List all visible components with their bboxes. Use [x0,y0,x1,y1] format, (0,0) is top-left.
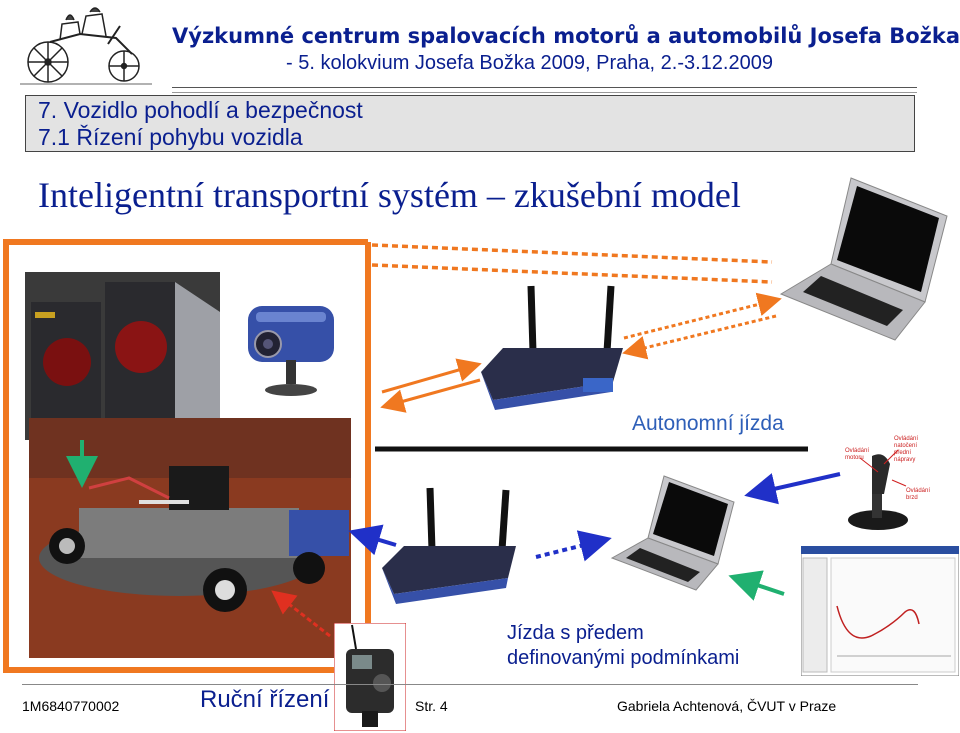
ip-camera-image [248,306,334,396]
arrow-router-to-vehicle [380,378,481,413]
arrow-rc-to-vehicle [271,590,331,638]
label-predefined-conditions: Jízda s předem definovanými podmínkami [507,621,739,671]
arrow-router-to-vehicle-blue [348,524,397,556]
wifi-link-1 [371,243,773,264]
header-divider-thin [172,92,917,93]
rc-transmitter-image [334,623,406,731]
header-title: Výzkumné centrum spalovacích motorů a au… [172,24,960,48]
header-subtitle: - 5. kolokvium Josefa Božka 2009, Praha,… [286,52,773,74]
vintage-car-logo [20,7,152,85]
slide-title: Inteligentní transportní systém – zkušeb… [38,175,741,215]
footer-project-id: 1M6840770002 [22,698,120,714]
arrow-vehicle-to-router [381,358,482,394]
joystick-image [848,454,908,530]
wireless-router-bottom-image [382,487,516,604]
trajectory-software-screenshot [801,546,959,676]
label-predefined-conditions-line2: definovanými podmínkami [507,647,740,669]
footer-author: Gabriela Achtenová, ČVUT v Praze [617,698,837,714]
laptop-bottom-image [610,475,735,591]
section-heading: 7. Vozidlo pohodlí a bezpečnost [38,97,363,123]
joystick-label-brake: Ovládání brzd [906,488,931,501]
wifi-link-2 [371,263,773,284]
subsection-heading: 7.1 Řízení pohybu vozidla [38,124,303,150]
footer-page-number: Str. 4 [415,698,448,714]
section-banner [25,95,915,152]
joystick-label-motor: Ovládání motoru [845,448,870,461]
joystick-pointer-arrows [859,449,907,487]
wireless-router-top-image [481,285,623,410]
laptop-top-image [779,177,948,341]
joystick-label-axle: Ovládání natočení přední nápravy [894,436,919,463]
label-manual-control: Ruční řízení [200,686,330,713]
arrow-software-to-laptop [728,570,785,601]
header-divider [172,87,917,88]
distance-sensor-image [25,272,220,440]
arrow-router-to-laptop [623,292,782,340]
arrow-joystick-to-laptop [744,472,841,505]
footer-divider [22,684,918,685]
arrow-laptop-to-router [622,314,777,360]
arrow-laptop-to-router-blue [535,530,612,562]
label-autonomous-driving: Autonomní jízda [632,412,784,435]
label-predefined-conditions-line1: Jízda s předem [507,622,644,644]
